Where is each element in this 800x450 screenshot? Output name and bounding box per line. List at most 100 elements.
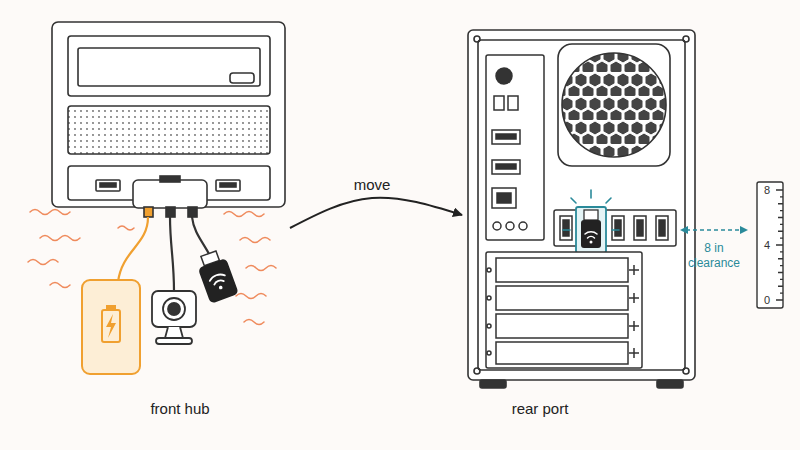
heat-waves: [224, 212, 264, 217]
heat-waves: [30, 210, 70, 215]
expansion-slots: [487, 324, 491, 328]
clearance-dimension: [680, 226, 688, 234]
figure-caption: rear port: [512, 400, 569, 417]
clearance-dimension: [740, 226, 748, 234]
webcam: [156, 338, 192, 344]
heat-waves: [28, 260, 58, 265]
wifi-dongle-front: [218, 285, 223, 290]
pc-front: [52, 22, 285, 207]
usb-hub: [188, 207, 197, 217]
usb-hub: [160, 176, 180, 182]
pc-front: [216, 180, 240, 191]
expansion-slots: [487, 296, 491, 300]
phone: [82, 280, 140, 374]
io-shield: [492, 160, 520, 174]
pc-rear: [478, 40, 685, 370]
expansion-slots: [496, 314, 628, 338]
clearance-dimension: [680, 226, 748, 234]
io-shield: [496, 134, 516, 139]
wifi-dongle-rear: [571, 198, 576, 203]
figure-caption: front hub: [150, 400, 209, 417]
io-shield: [508, 96, 518, 110]
webcam: [168, 303, 180, 315]
expansion-slots: [487, 268, 491, 272]
phone: [82, 280, 140, 374]
expansion-slots: [486, 252, 642, 368]
fan-grille: [558, 44, 670, 166]
wifi-dongle-rear: [581, 220, 601, 248]
usb-row: [637, 220, 643, 236]
pc-rear: [683, 36, 689, 42]
phone: [106, 314, 116, 338]
wifi-dongle-rear: [563, 229, 570, 231]
heat-waves: [40, 236, 80, 241]
usb-row: [554, 210, 676, 246]
io-shield: [496, 164, 516, 169]
webcam: [163, 298, 185, 320]
pc-rear: [474, 368, 480, 374]
expansion-slots: [496, 342, 628, 364]
expansion-slots: [496, 286, 628, 310]
wifi-dongle-front: [194, 249, 239, 304]
usb-hub: [133, 176, 207, 217]
pc-front-figure: front hub: [70, 15, 290, 427]
expansion-slots: [486, 252, 642, 368]
wifi-dongle-rear: [590, 241, 593, 244]
pc-rear: [468, 30, 695, 380]
ruler: [757, 182, 783, 308]
usb-hub: [166, 207, 175, 217]
ruler: [757, 182, 783, 308]
wifi-dongle-rear: [585, 232, 597, 238]
expansion-slots: [496, 258, 628, 282]
dimension-label: 8 in clearance: [679, 241, 749, 271]
usb-row: [612, 216, 624, 240]
fan-grille: [558, 44, 670, 166]
pc-rear: [657, 380, 683, 388]
io-shield: [486, 55, 544, 240]
pc-rear: [474, 36, 480, 42]
ruler-number: 0: [764, 294, 770, 306]
pc-front: [78, 48, 260, 86]
heat-waves: [244, 320, 264, 325]
pc-rear: [480, 380, 506, 388]
usb-row: [615, 220, 621, 236]
heat-waves: [50, 283, 70, 288]
pc-front: [68, 106, 270, 154]
io-shield: [506, 222, 514, 230]
usb-row: [560, 216, 572, 240]
io-shield: [492, 188, 516, 208]
pc-rear-figure: rear port: [462, 15, 618, 427]
usb-row: [563, 220, 569, 236]
pc-rear: [683, 368, 689, 374]
heat-waves: [240, 238, 270, 243]
ruler-number: 4: [764, 239, 770, 251]
wifi-dongle-front: [209, 273, 227, 286]
wifi-dongle-rear: [576, 207, 606, 253]
ruler-number: 8: [764, 184, 770, 196]
wifi-dongle-rear: [606, 198, 611, 203]
phone: [107, 306, 115, 310]
io-shield: [486, 55, 544, 240]
wifi-dongle-rear: [612, 229, 619, 231]
io-shield: [496, 68, 512, 84]
pc-front: [100, 183, 116, 187]
pc-front: [68, 36, 270, 96]
heat-waves: [118, 226, 134, 230]
webcam: [152, 291, 196, 344]
pc-front: [220, 183, 236, 187]
wifi-dongle-front: [198, 258, 239, 304]
pc-front: [96, 180, 120, 191]
usb-hub: [133, 180, 207, 208]
move-arrow: [290, 198, 462, 228]
webcam: [165, 327, 183, 338]
webcam: [152, 291, 196, 327]
cables: [170, 217, 174, 291]
io-shield: [493, 222, 501, 230]
usb-row: [634, 216, 646, 240]
ruler: [776, 190, 783, 300]
fan-grille: [562, 53, 666, 157]
wifi-dongle-rear: [584, 210, 598, 220]
usb-row: [659, 220, 665, 236]
heat-waves: [236, 294, 266, 299]
